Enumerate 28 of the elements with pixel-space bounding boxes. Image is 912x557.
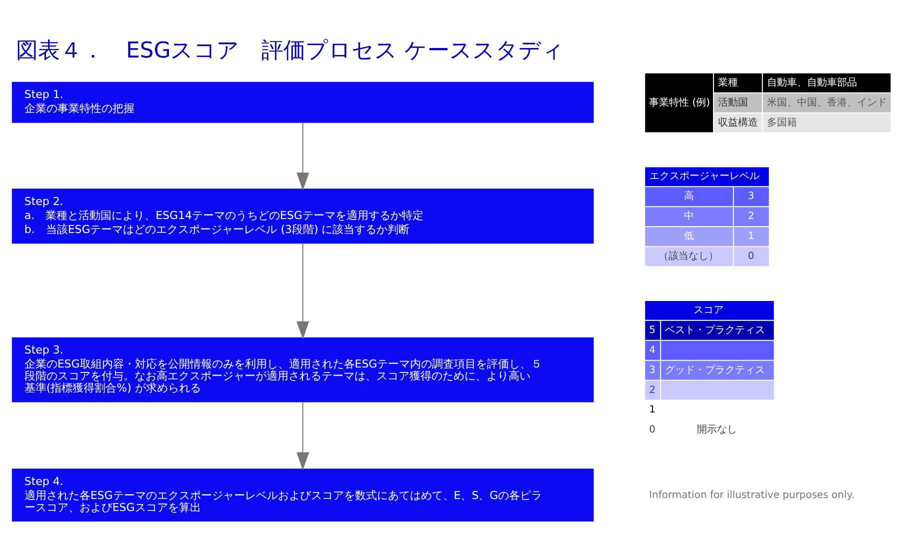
label: 米国、中国、香港、インド <box>766 97 887 108</box>
label: 0 <box>748 251 754 262</box>
label: 1 <box>748 231 754 242</box>
label: 自動車、自動車部品 <box>766 77 857 88</box>
label: スコア <box>694 304 724 316</box>
label: ベスト・プラクティス <box>665 324 766 336</box>
label: 収益構造 <box>718 117 758 128</box>
label: 2 <box>748 211 754 222</box>
label: 4 <box>649 344 656 356</box>
diagram-title: 図表４． ESGスコア 評価プロセス ケーススタディ <box>16 38 565 64</box>
label: 2 <box>649 384 656 396</box>
label: グッド・プラクティス <box>665 364 766 376</box>
label: 高 <box>684 191 694 202</box>
label: 開示なし <box>697 424 738 436</box>
label: 多国籍 <box>766 117 797 128</box>
label: エクスポージャーレベル <box>650 171 760 182</box>
label: 3 <box>748 191 754 202</box>
label: 3 <box>649 364 656 376</box>
label: Information for illustrative purposes only. <box>649 490 854 502</box>
label: 活動国 <box>718 97 748 108</box>
label: 中 <box>684 211 694 222</box>
label: （該当なし） <box>658 251 719 262</box>
label: 業種 <box>718 77 738 88</box>
label: 1 <box>649 404 656 416</box>
label: 事業特性 (例) <box>649 97 710 108</box>
label: 0 <box>649 424 656 436</box>
label: 5 <box>649 324 656 336</box>
label: 低 <box>684 231 694 242</box>
